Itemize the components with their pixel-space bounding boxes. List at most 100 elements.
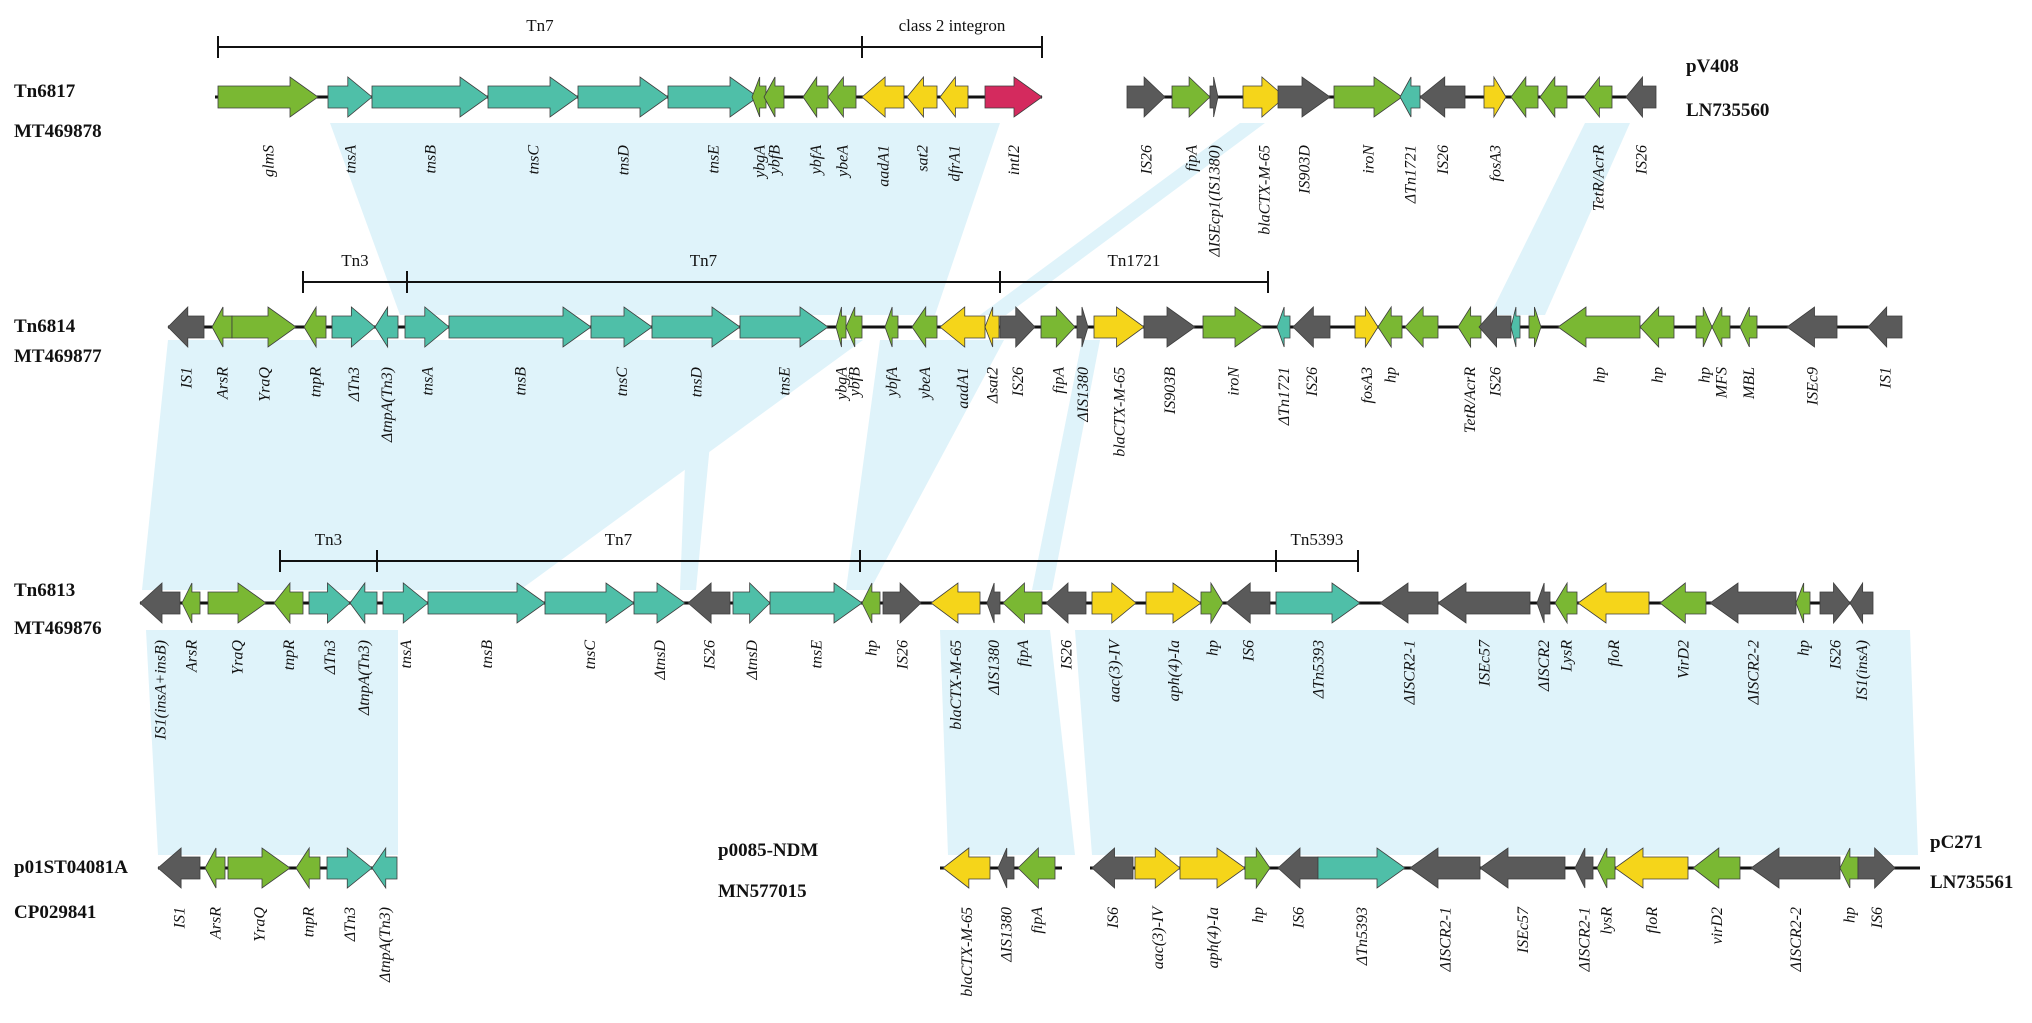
gene-label: aac(3)-IV: [1107, 638, 1124, 702]
gene-arrow: [1695, 306, 1713, 348]
gene-arrow: [231, 306, 297, 348]
gene-label: hp: [1842, 907, 1859, 923]
gene-label: tnsA: [398, 640, 415, 669]
gene-label: tnsC: [526, 145, 543, 175]
gene-arrow: [1225, 582, 1271, 624]
gene-label: ΔISCR2-1: [1402, 640, 1419, 706]
gene-label: ΔIS1380: [986, 640, 1003, 696]
gene-arrow: [1277, 847, 1319, 889]
gene-arrow: [1639, 305, 1675, 349]
gene-label: hp: [1383, 367, 1400, 383]
gene-label: ΔISCR2: [1536, 640, 1553, 692]
gene-arrow: [1596, 847, 1616, 889]
gene-label: IS26: [1059, 640, 1076, 670]
gene-label: tnsD: [616, 145, 633, 176]
gene-label: hp: [1697, 367, 1714, 383]
gene-label: floR: [1606, 640, 1623, 667]
gene-label: ybgA: [834, 367, 851, 402]
gene-label: hp: [1592, 367, 1609, 383]
label-pv408: pV408: [1686, 56, 1739, 77]
gene-arrow: [1583, 75, 1613, 119]
gene-label: iroN: [1361, 144, 1378, 174]
gene-arrow: [732, 582, 771, 624]
gene-label: tnsC: [582, 640, 599, 670]
gene-arrow: [273, 581, 304, 625]
gene-label: ΔTn5393: [1354, 907, 1371, 966]
gene-arrow: [1126, 76, 1166, 118]
gene-arrow: [1574, 847, 1594, 889]
bracket-tn6814: Tn1721: [999, 251, 1269, 293]
homology-band: [940, 630, 1075, 855]
gene-arrow: [1419, 76, 1466, 118]
gene-arrow: [1040, 305, 1076, 349]
gene-arrow: [1711, 306, 1731, 348]
gene-label: ybfA: [808, 145, 825, 177]
gene-arrow: [1277, 76, 1331, 118]
gene-arrow: [1409, 847, 1481, 889]
homology-band: [1490, 123, 1630, 315]
gene-label: YraQ: [257, 367, 274, 402]
gene-arrow: [751, 76, 767, 118]
gene-arrow: [835, 306, 847, 348]
gene-arrow: [1202, 306, 1264, 348]
gene-arrow: [1045, 582, 1087, 624]
homology-band: [980, 123, 1265, 315]
gene-label: tnsC: [614, 367, 631, 397]
gene-arrow: [1002, 582, 1043, 624]
gene-arrow: [1437, 582, 1531, 624]
gene-label: IS26: [1634, 145, 1651, 175]
gene-label: aph(4)-Ia: [1166, 640, 1183, 701]
gene-label: tnsD: [689, 367, 706, 398]
homology-band: [330, 123, 1000, 315]
gene-label: ΔISCR2-1: [1438, 907, 1455, 973]
gene-label: IS26: [895, 640, 912, 670]
gene-arrow: [827, 75, 857, 119]
accession-ln735561: LN735561: [1930, 872, 2013, 893]
gene-arrow: [861, 582, 881, 624]
gene-arrow: [371, 846, 398, 890]
gene-arrow: [204, 847, 226, 889]
gene-arrow: [1483, 75, 1507, 119]
gene-label: ΔtnpA(Tn3): [377, 907, 394, 983]
gene-label: tnsA: [420, 367, 437, 396]
gene-arrow: [1750, 847, 1841, 889]
gene-label: IS26: [1828, 640, 1845, 670]
gene-label: hp: [864, 640, 881, 656]
gene-arrow: [942, 847, 991, 889]
gene-arrow: [1134, 847, 1181, 889]
gene-label: fosA3: [1488, 145, 1505, 181]
gene-label: MBL: [1741, 367, 1758, 400]
gene-label: IS26: [1304, 367, 1321, 397]
gene-label: ΔTn3: [342, 907, 359, 942]
gene-arrow: [139, 582, 181, 624]
gene-label: ΔTn1721: [1403, 145, 1420, 204]
homology-band: [1075, 630, 1918, 855]
gene-arrow: [331, 306, 376, 348]
gene-arrow: [1200, 581, 1224, 625]
gene-arrow: [1709, 582, 1797, 624]
gene-label: fipA: [1015, 640, 1032, 667]
gene-arrow: [1017, 847, 1056, 889]
label-p01st04081a: p01ST04081A: [14, 857, 128, 878]
gene-label: ΔISEcp1(IS1380): [1207, 145, 1224, 258]
gene-label: ArsR: [184, 640, 201, 673]
homology-band: [146, 630, 398, 855]
gene-arrow: [1625, 75, 1657, 119]
accession-mn577015: MN577015: [718, 881, 807, 902]
gene-arrow: [404, 306, 450, 348]
gene-label: ybgA: [752, 145, 769, 180]
gene-label: ΔIS1380: [1075, 367, 1092, 423]
bracket-label: Tn1721: [1108, 251, 1161, 270]
bracket-label: Tn7: [605, 530, 633, 549]
gene-label: ΔISCR2-1: [1577, 907, 1594, 973]
gene-arrow: [1849, 581, 1874, 625]
gene-arrow: [739, 306, 829, 348]
bracket-label: Tn3: [315, 530, 342, 549]
gene-arrow: [374, 305, 399, 349]
gene-label: IS1: [179, 367, 196, 389]
gene-arrow: [1539, 75, 1568, 119]
